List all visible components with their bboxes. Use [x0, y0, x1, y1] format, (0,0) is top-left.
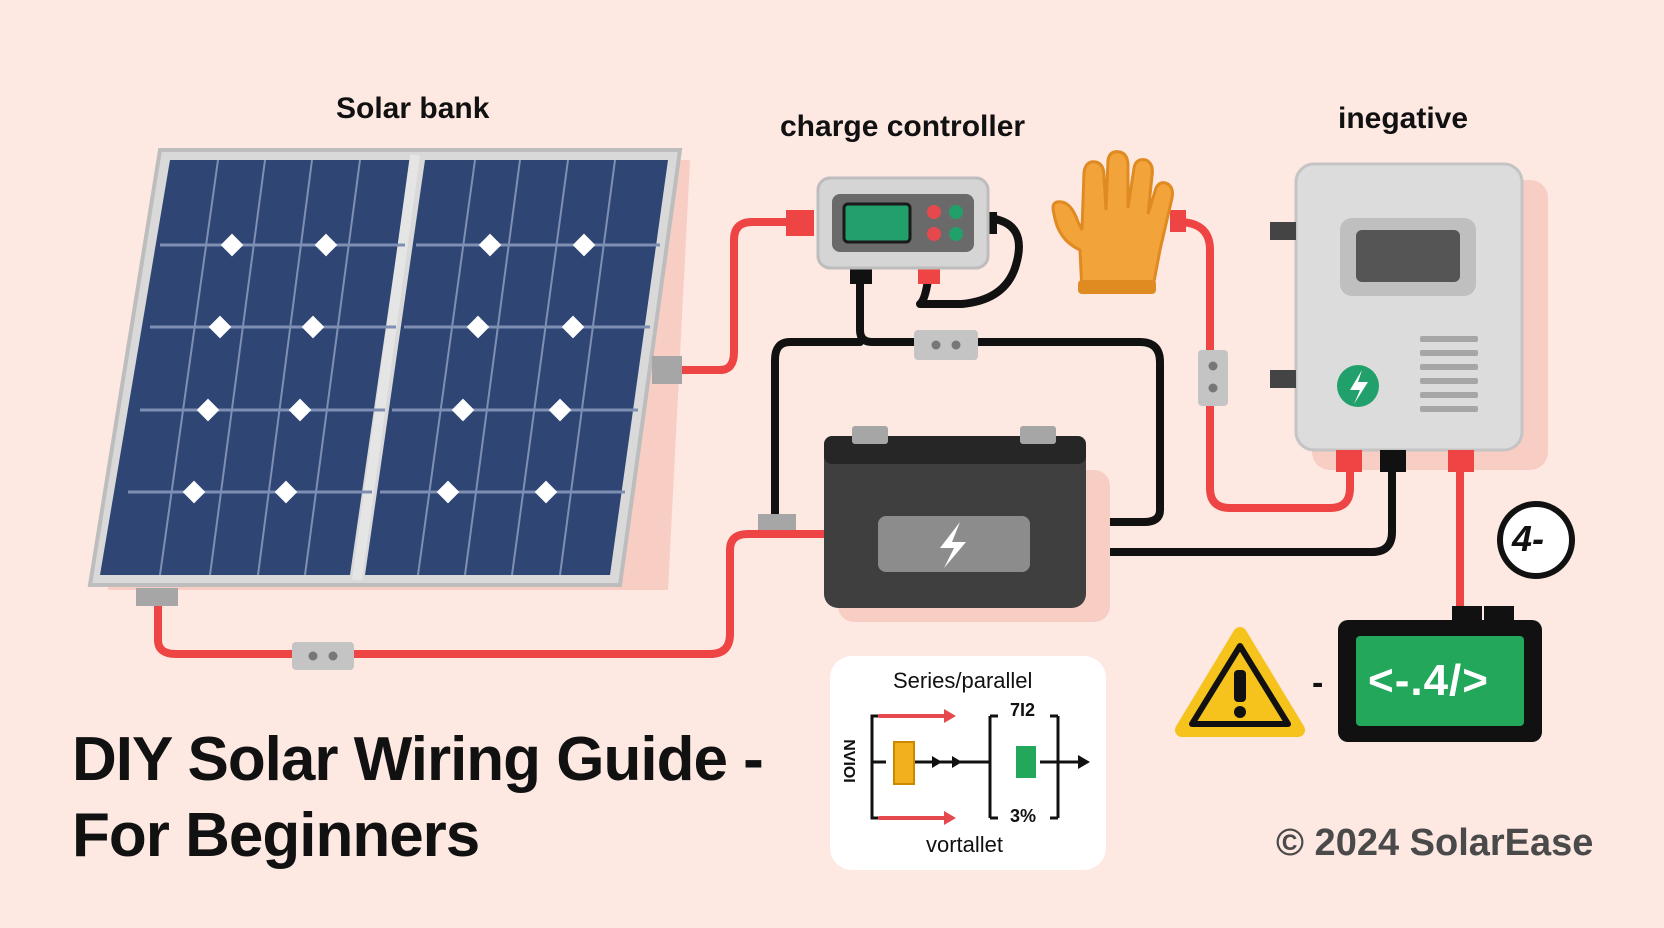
wires: [154, 214, 1464, 658]
inset-bottom-label: vortallet: [926, 832, 1004, 857]
circle-symbol-icon: [1497, 501, 1575, 579]
page-title: DIY Solar Wiring Guide - For Beginners: [72, 722, 764, 874]
charge-controller-label: charge controller: [780, 110, 1026, 143]
inverter-icon: [1270, 162, 1548, 472]
series-parallel-inset: [830, 656, 1106, 870]
circle-symbol-glyph: 4-: [1512, 518, 1545, 559]
charge-controller-icon: [816, 176, 990, 270]
inset-left-label: NVIOI: [839, 739, 857, 783]
glove-icon: [1051, 150, 1174, 294]
inverter-label: inegative: [1338, 102, 1469, 135]
title-line-1: DIY Solar Wiring Guide -: [72, 725, 764, 794]
small-battery-icon: [1338, 606, 1542, 742]
inset-right-top-label: 7I2: [1010, 700, 1036, 720]
battery-icon: [824, 426, 1110, 622]
title-line-2: For Beginners: [72, 801, 480, 870]
small-battery-glyph: <-.4/>: [1368, 656, 1489, 705]
dash-symbol: -: [1312, 664, 1324, 702]
inset-top-label: Series/parallel: [893, 668, 1033, 693]
solar-bank-label: Solar bank: [336, 92, 490, 125]
solar-panel-icon: [87, 148, 690, 590]
warning-icon: [1175, 627, 1305, 737]
copyright-text: © 2024 SolarEase: [1276, 822, 1594, 864]
inset-right-bottom-label: 3%: [1010, 806, 1037, 826]
